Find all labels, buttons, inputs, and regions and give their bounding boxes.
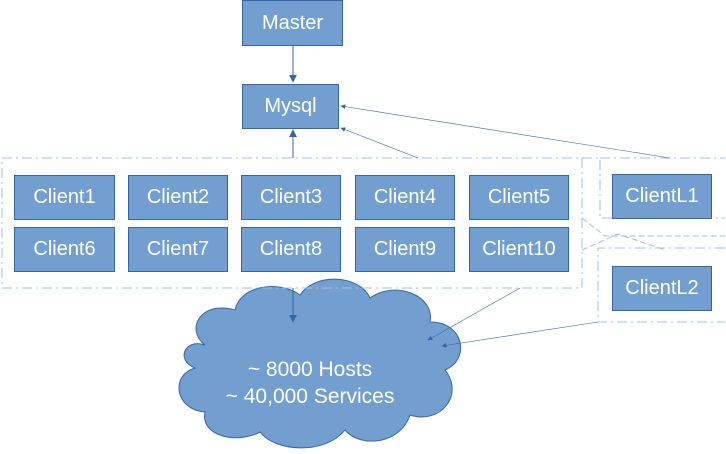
client-node-5: Client5 bbox=[469, 175, 569, 220]
cloud-label: ~ 8000 Hosts ~ 40,000 Services bbox=[200, 356, 420, 410]
arrow-clients-mysql-diagonal bbox=[340, 127, 419, 159]
client-node-10: Client10 bbox=[469, 227, 569, 272]
client-node-3: Client3 bbox=[241, 175, 341, 220]
mysql-node: Mysql bbox=[242, 84, 339, 129]
arrow-remote-mysql bbox=[340, 104, 671, 159]
client-node-6: Client6 bbox=[14, 227, 115, 272]
cloud-services-text: ~ 40,000 Services bbox=[225, 385, 395, 408]
client-node-2: Client2 bbox=[128, 175, 228, 220]
client-group-border bbox=[1, 157, 583, 289]
arrow-client10-cloud bbox=[427, 287, 521, 341]
cloud-shape bbox=[178, 278, 461, 449]
client-node-9: Client9 bbox=[355, 227, 455, 272]
client-node-4: Client4 bbox=[355, 175, 455, 220]
cloud-hosts-text: ~ 8000 Hosts bbox=[247, 358, 373, 381]
client-node-8: Client8 bbox=[241, 227, 341, 272]
remote-client-node-l1: ClientL1 bbox=[612, 174, 712, 219]
group-link-line bbox=[581, 233, 666, 251]
master-node: Master bbox=[242, 0, 343, 46]
client-node-1: Client1 bbox=[14, 175, 115, 220]
client-node-7: Client7 bbox=[128, 227, 228, 272]
remote-group-l2-border bbox=[597, 247, 725, 323]
remote-client-node-l2: ClientL2 bbox=[612, 266, 712, 311]
group-link-line bbox=[581, 217, 725, 237]
arrow-remote-cloud bbox=[441, 321, 599, 348]
